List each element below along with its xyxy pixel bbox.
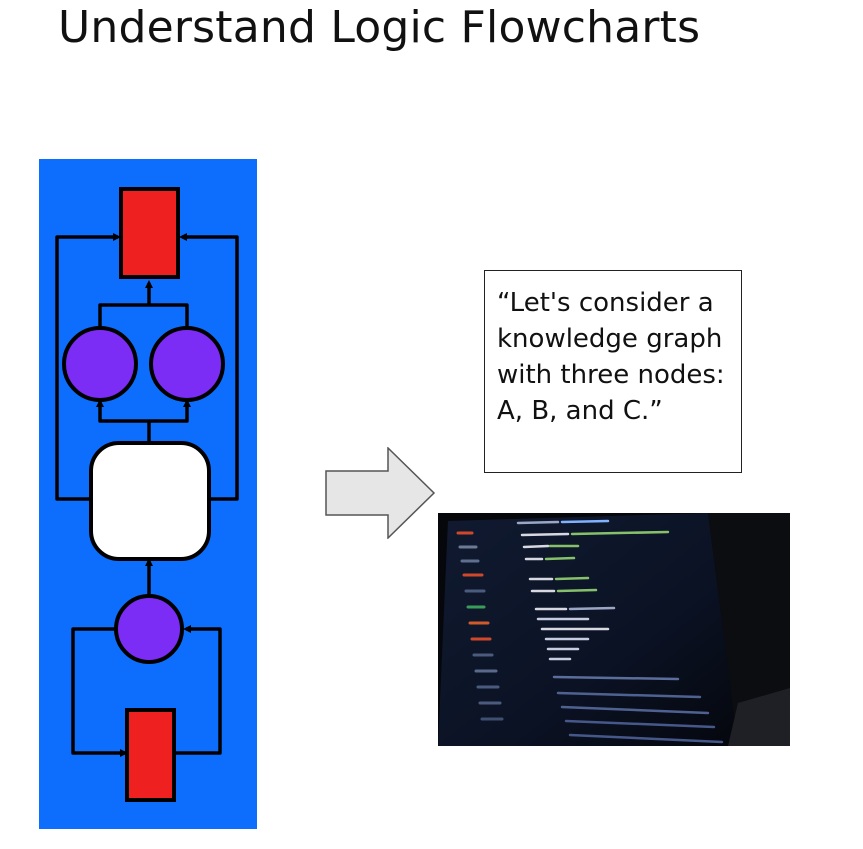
bottom-purple-node xyxy=(114,594,184,664)
right-arrow-icon xyxy=(325,447,436,539)
edge-split-right xyxy=(149,399,191,423)
edge-bottom-left xyxy=(71,627,128,757)
code-screen-image xyxy=(438,513,790,746)
top-red-node xyxy=(119,187,180,279)
slide-title: Understand Logic Flowcharts xyxy=(58,2,701,53)
quote-box: “Let's consider a knowledge graph with t… xyxy=(484,270,742,473)
edge-loop-left xyxy=(55,233,121,501)
flowchart-diagram xyxy=(39,159,257,829)
edge-circles-to-red xyxy=(98,283,189,329)
left-purple-node xyxy=(62,326,138,402)
edge-split-left xyxy=(96,399,151,442)
right-purple-node xyxy=(149,326,225,402)
bottom-red-node xyxy=(125,708,176,802)
edge-bottom-right xyxy=(174,625,222,755)
edge-loop-right xyxy=(179,233,239,501)
white-center-node xyxy=(89,441,211,561)
